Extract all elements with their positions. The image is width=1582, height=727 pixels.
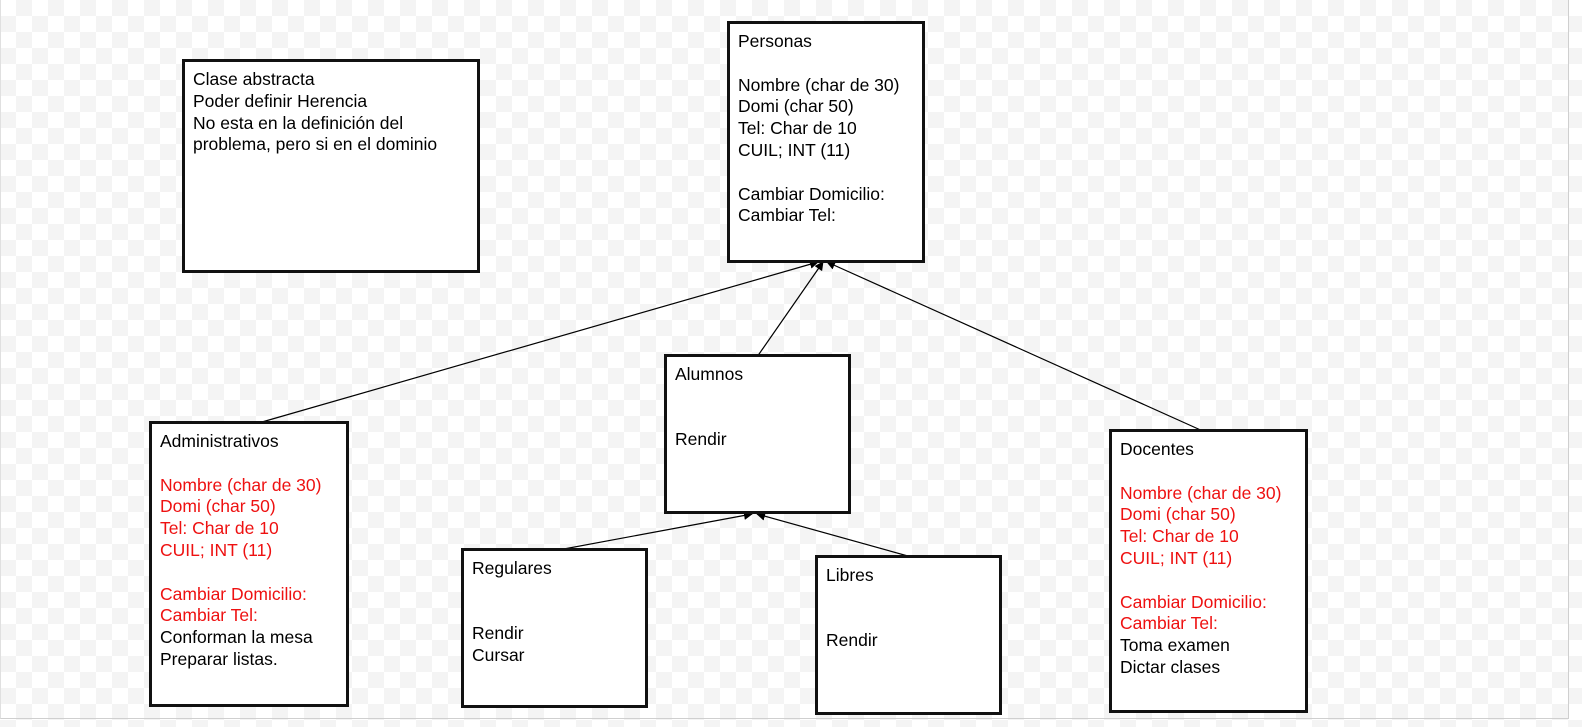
class-title: Personas [738,31,812,51]
inherited-attribute: Nombre (char de 30) [160,474,322,495]
spacer [472,580,637,624]
spacer [675,386,840,430]
attribute: CUIL; INT (11) [738,139,851,160]
arrow-libres-to-alumnos [756,511,916,559]
method: Conforman la mesa [160,627,313,648]
inherited-method: Cambiar Tel: [160,605,258,626]
class-title: Regulares [472,558,552,578]
method: Cursar [472,645,525,666]
method: Cambiar Domicilio: [738,183,885,204]
note-line: Poder definir Herencia [193,90,368,111]
class-alumnos[interactable]: Alumnos Rendir [664,354,851,514]
spacer [160,562,338,584]
note-line: No esta en la definición del [193,112,404,133]
inherited-attribute: Tel: Char de 10 [1120,526,1239,547]
method: Rendir [472,623,524,644]
inherited-method: Cambiar Domicilio: [160,583,307,604]
attribute: Tel: Char de 10 [738,118,857,139]
inherited-method: Cambiar Domicilio: [1120,591,1267,612]
spacer [1120,570,1297,592]
inherited-attribute: Nombre (char de 30) [1120,482,1282,503]
spacer [1120,461,1297,483]
note-box[interactable]: Clase abstracta Poder definir Herencia N… [182,59,480,273]
attribute: Domi (char 50) [738,96,854,117]
inherited-attribute: CUIL; INT (11) [1120,547,1233,568]
method: Preparar listas. [160,648,278,669]
method: Dictar clases [1120,656,1221,677]
class-title: Libres [826,565,874,585]
class-regulares[interactable]: Regulares Rendir Cursar [461,548,648,708]
inherited-attribute: Tel: Char de 10 [160,518,279,539]
method: Rendir [675,429,727,450]
method: Cambiar Tel: [738,205,836,226]
attribute: Nombre (char de 30) [738,74,900,95]
class-docentes[interactable]: Docentes Nombre (char de 30) Domi (char … [1109,429,1308,713]
note-line: Clase abstracta [193,69,315,89]
class-administrativos[interactable]: Administrativos Nombre (char de 30) Domi… [149,421,349,707]
class-personas[interactable]: Personas Nombre (char de 30) Domi (char … [727,21,925,263]
spacer [738,53,914,75]
arrow-alumnos-to-personas [756,261,824,358]
spacer [826,587,991,631]
method: Rendir [826,630,878,651]
arrow-regulares-to-alumnos [552,511,753,552]
method: Toma examen [1120,635,1230,656]
inherited-attribute: Domi (char 50) [160,496,276,517]
class-title: Docentes [1120,439,1194,459]
class-title: Administrativos [160,431,279,451]
class-libres[interactable]: Libres Rendir [815,555,1002,715]
inherited-attribute: Domi (char 50) [1120,504,1236,525]
note-line: problema, pero si en el dominio [193,134,438,155]
spacer [160,453,338,475]
arrow-administrativos-to-personas [254,259,819,425]
spacer [738,162,914,184]
inherited-attribute: CUIL; INT (11) [160,539,273,560]
arrow-docentes-to-personas [826,261,1206,433]
inherited-method: Cambiar Tel: [1120,613,1218,634]
class-title: Alumnos [675,364,744,384]
